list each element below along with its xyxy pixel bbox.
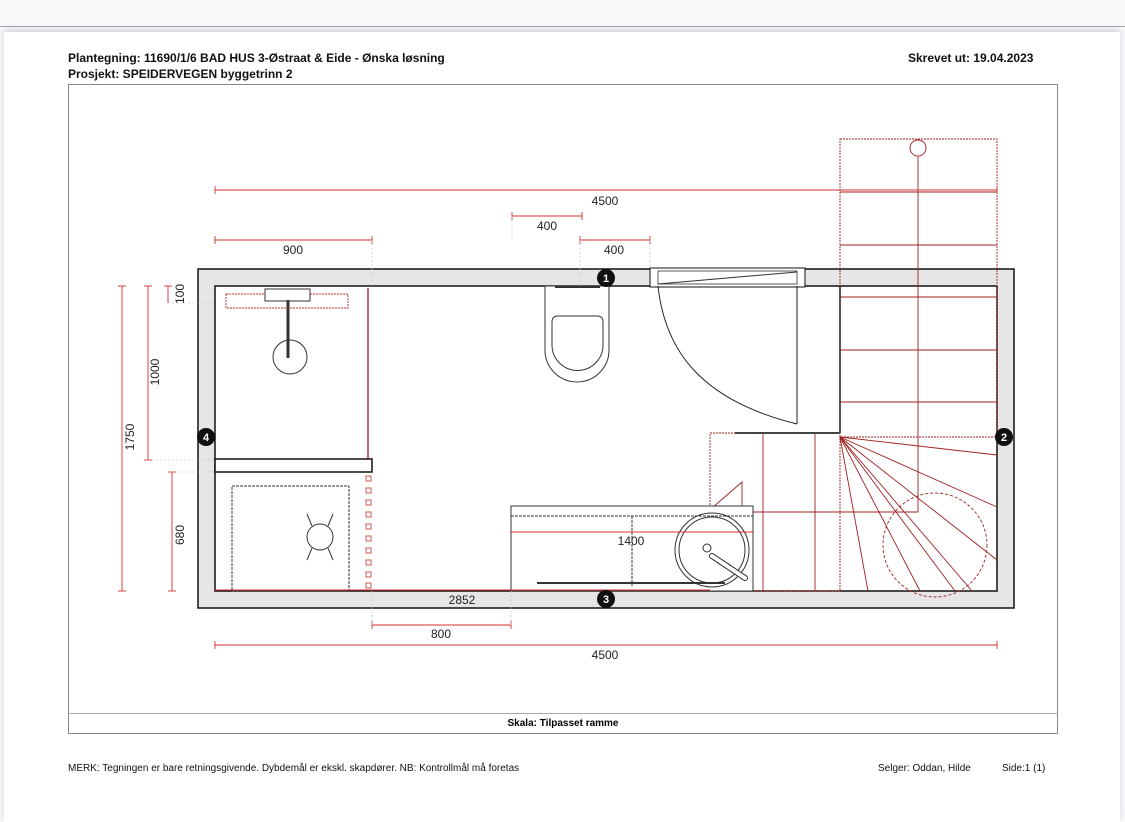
walls (197, 267, 1015, 609)
svg-text:3: 3 (603, 594, 609, 606)
extension-lines (148, 216, 651, 625)
dim-left-1000: 1000 (148, 358, 162, 385)
page-number: Side:1 (1) (1002, 763, 1046, 774)
dimension-lines (118, 186, 998, 649)
scale-label: Skala: Tilpasset ramme (68, 713, 1058, 734)
shower (214, 288, 373, 473)
plan-title: Plantegning: 11690/1/6 BAD HUS 3-Østraat… (68, 51, 445, 65)
door-swing (657, 285, 798, 425)
axis-marker-1: 1 (597, 269, 615, 287)
dim-inner-2852: 2852 (449, 593, 476, 607)
dim-left-1750: 1750 (123, 423, 137, 450)
dim-bottom-800: 800 (431, 627, 451, 641)
dim-vanity-1400: 1400 (618, 534, 645, 548)
axis-marker-3: 3 (597, 590, 615, 608)
dim-left-680: 680 (173, 525, 187, 545)
axis-marker-4: 4 (197, 428, 215, 446)
dim-top-total: 4500 (592, 194, 619, 208)
document-page (4, 32, 1120, 822)
footer-note: MERK: Tegningen er bare retningsgivende.… (68, 763, 520, 774)
svg-text:4: 4 (203, 432, 210, 444)
viewer-toolbar (0, 0, 1125, 27)
seller: Selger: Oddan, Hilde (878, 763, 971, 774)
toilet (544, 285, 610, 383)
axis-marker-2: 2 (995, 428, 1013, 446)
svg-text:2: 2 (1001, 432, 1007, 444)
dim-top-900: 900 (283, 243, 303, 257)
svg-text:1: 1 (603, 273, 609, 285)
project-title: Prosjekt: SPEIDERVEGEN byggetrinn 2 (68, 67, 293, 81)
dim-left-100: 100 (173, 284, 187, 304)
drain-markers (365, 475, 372, 589)
dim-top-400a: 400 (537, 219, 557, 233)
print-date: Skrevet ut: 19.04.2023 (908, 51, 1034, 65)
dim-top-400b: 400 (604, 243, 624, 257)
dim-bottom-total: 4500 (592, 648, 619, 662)
vanity (510, 505, 754, 592)
washing-machine (231, 485, 350, 592)
